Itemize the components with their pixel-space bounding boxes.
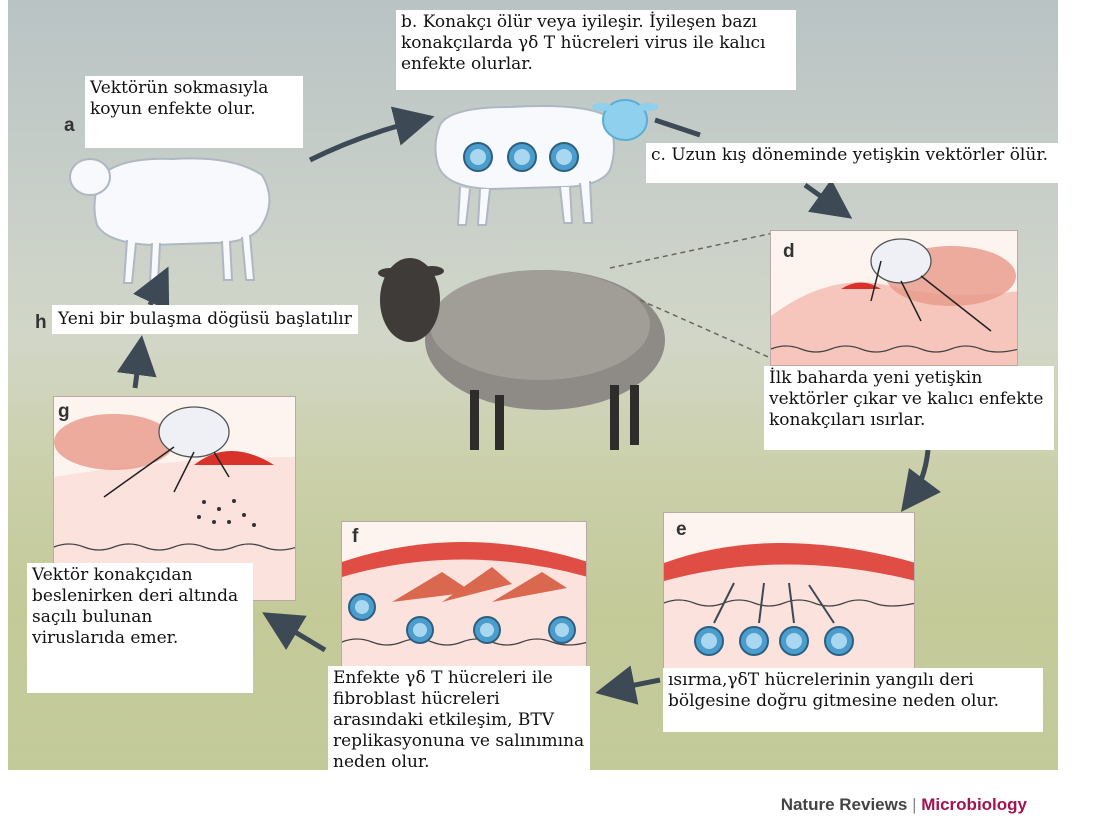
credit-section: Microbiology	[921, 795, 1027, 814]
text-b: b. Konakçı ölür veya iyileşir. İyileşen …	[396, 10, 796, 90]
text-h-content: Yeni bir bulaşma dögüsü başlatılır	[52, 305, 358, 334]
label-h: h	[35, 312, 47, 333]
text-f: Enfekte γδ T hücreleri ile fibroblast hü…	[328, 666, 590, 796]
text-h: h Yeni bir bulaşma dögüsü başlatılır	[35, 305, 380, 345]
text-g: Vektör konakçıdan beslenirken deri altın…	[27, 563, 253, 693]
credit-journal: Nature Reviews	[781, 795, 908, 814]
credit-separator: |	[912, 795, 916, 814]
journal-credit: Nature Reviews | Microbiology	[781, 795, 1027, 815]
text-e: ısırma,γδT hücrelerinin yangılı deri böl…	[663, 668, 1043, 732]
text-c: c. Uzun kış döneminde yetişkin vektörler…	[646, 143, 1086, 183]
text-a: Vektörün sokmasıyla koyun enfekte olur.	[85, 76, 303, 148]
text-d: İlk baharda yeni yetişkin vektörler çıka…	[764, 366, 1054, 450]
